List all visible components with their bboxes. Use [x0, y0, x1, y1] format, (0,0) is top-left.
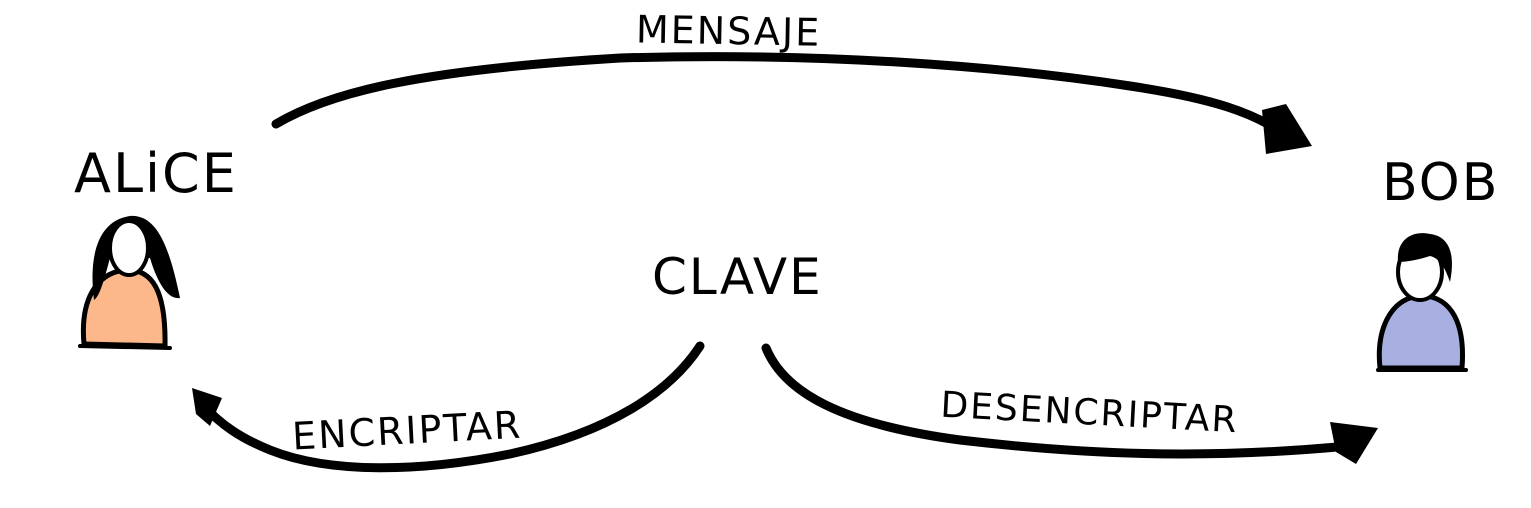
message-arrow-head	[1262, 104, 1312, 154]
message-label: MENSAJE	[636, 7, 822, 54]
key-label: CLAVE	[652, 248, 823, 306]
decrypt-label: DESENCRIPTAR	[940, 385, 1240, 442]
message-arrow-line	[271, 52, 1295, 143]
message-arrow	[271, 52, 1312, 154]
decrypt-arrow-head	[1330, 422, 1378, 464]
alice-name: ALiCE	[74, 142, 238, 205]
bob-hair	[1397, 233, 1452, 282]
encrypt-label: ENCRIPTAR	[291, 403, 523, 459]
encrypt-arrow-head	[192, 388, 222, 426]
bob-name: BOB	[1382, 153, 1499, 213]
bob-shirt	[1376, 293, 1466, 371]
decrypt-arrow-line	[761, 343, 1353, 459]
encrypt-arrow-line	[197, 341, 705, 473]
decrypt-arrow	[761, 343, 1378, 464]
alice-face	[108, 219, 150, 277]
bob-avatar	[1376, 233, 1468, 372]
encrypt-arrow	[192, 341, 705, 473]
alice-avatar	[78, 215, 180, 350]
alice-ground-line	[78, 344, 172, 350]
